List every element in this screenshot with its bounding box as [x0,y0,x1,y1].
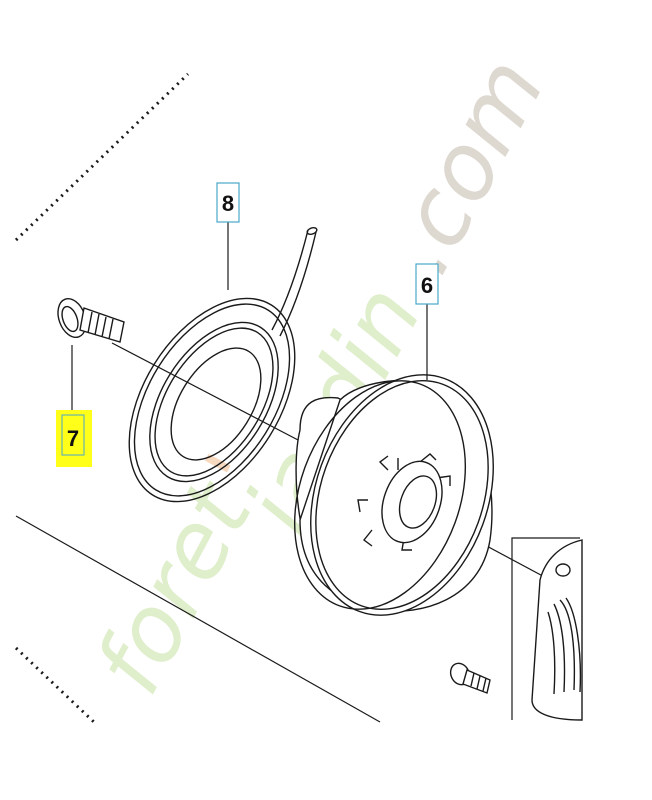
watermark-text-com: .com [365,41,565,291]
spring-coil-outer-inner [133,303,291,497]
callout-7-box [61,414,85,456]
callout-6-box [415,263,439,305]
callout-8-label: 8 [222,191,234,216]
spring-tail-end [306,227,318,235]
pulley-hub-inner [398,475,438,529]
frame-lines [15,515,580,723]
pulley-teeth [357,453,451,551]
axis-left [111,342,301,442]
spring-coil-inner [170,347,262,461]
callout-8: 8 [216,182,240,290]
callout-6-label: 6 [421,273,433,298]
watermark: foret ' jardin .com [75,41,565,711]
housing-fins [547,597,582,695]
callout-7: 7 [56,345,92,467]
pulley-groove-1 [293,380,467,610]
spring-coil-mid-inner [154,327,274,477]
housing-boss [555,563,571,577]
callout-7-label: 7 [67,426,79,451]
frame-diagonal-line [15,515,381,723]
screw-head-face [61,305,79,333]
starter-housing-partial [449,539,583,721]
callout-6: 6 [415,263,439,380]
spring-coil-mid [149,321,279,483]
frame-bracket-line [511,537,580,720]
callout-8-box [216,182,240,223]
dotted-frame-top [14,72,190,242]
small-screw-threads [470,672,487,692]
spring-coil-outer [128,297,296,503]
spring-tail-right [279,231,317,337]
screw-threads [87,311,114,340]
spring-tail-left [271,229,309,331]
part-6-pulley [293,374,494,616]
dotted-frame-bottom [14,646,98,726]
pulley-face-rim [315,380,489,610]
part-8-recoil-spring [128,227,318,503]
part-7-screw [57,297,125,343]
small-screw-shank [462,669,491,694]
housing-body [531,539,583,721]
dotted-frame [14,72,190,726]
